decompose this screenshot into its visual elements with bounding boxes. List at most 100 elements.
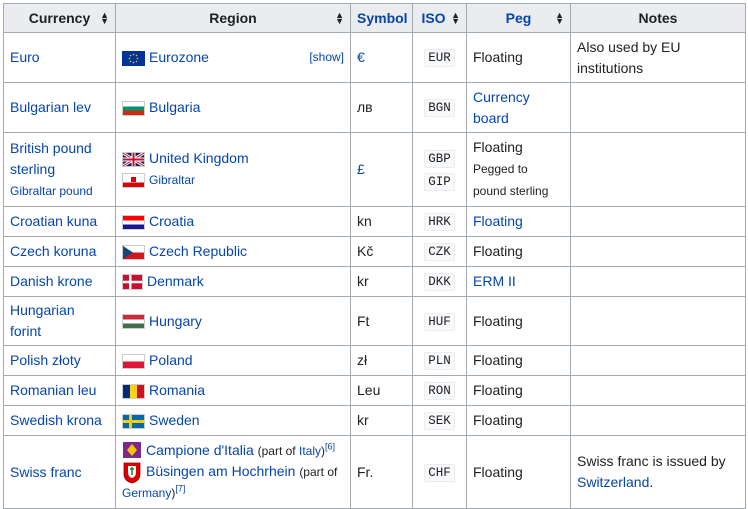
iso-code: DKK: [424, 273, 455, 291]
notes-cell: [570, 206, 746, 237]
denmark-flag-icon: [122, 274, 143, 291]
currency-link[interactable]: Danish krone: [10, 273, 93, 289]
sweden-flag-icon: [122, 413, 145, 429]
header-region[interactable]: Region ▲▼: [115, 3, 351, 33]
peg-text: Floating: [473, 139, 523, 155]
symbol-link[interactable]: £: [357, 161, 365, 177]
reference-link[interactable]: [6]: [325, 441, 336, 452]
table-row: Croatian kuna Croatia kn HRK Floating: [3, 206, 746, 237]
region-part-text: (part of: [257, 444, 299, 459]
symbol-cell: лв: [350, 82, 413, 133]
symbol-cell: kr: [350, 266, 413, 297]
reference-link[interactable]: [7]: [175, 483, 186, 494]
header-currency[interactable]: Currency ▲▼: [3, 3, 116, 33]
header-row: Currency ▲▼ Region ▲▼ Symbol ISO ▲▼ Peg ▲▼ N…: [3, 3, 746, 33]
currency-link[interactable]: Polish złoty: [10, 352, 81, 368]
sort-icon[interactable]: ▲▼: [100, 10, 109, 26]
table-row: Danish krone Denmark kr DKK ERM II: [3, 266, 746, 297]
iso-code-sub: GIP: [424, 172, 455, 191]
currency-link[interactable]: Swedish krona: [10, 412, 102, 428]
header-notes: Notes: [570, 3, 746, 33]
currency-sub-link[interactable]: Gibraltar pound: [10, 183, 93, 198]
header-symbol[interactable]: Symbol: [350, 3, 413, 33]
region-link[interactable]: United Kingdom: [149, 150, 249, 166]
notes-cell: [570, 266, 746, 297]
region-link[interactable]: Romania: [149, 382, 206, 398]
region-link[interactable]: Bulgaria: [149, 99, 201, 115]
header-notes-label: Notes: [638, 9, 678, 26]
region-link[interactable]: Croatia: [149, 213, 195, 229]
iso-code: PLN: [424, 352, 455, 370]
peg-cell: Floating: [466, 435, 571, 509]
sort-icon[interactable]: ▲▼: [555, 10, 564, 26]
region-part-link[interactable]: Italy: [298, 444, 321, 459]
table-row: Czech koruna Czech Republic Kč CZK Float…: [3, 236, 746, 267]
notes-cell: Also used by EU institutions: [570, 32, 746, 83]
notes-text: Swiss franc is issued by: [577, 453, 726, 469]
peg-link[interactable]: ERM II: [473, 273, 516, 289]
notes-cell: [570, 345, 746, 376]
region-link[interactable]: Hungary: [149, 312, 202, 329]
region2-part-text: (part of: [299, 465, 338, 480]
peg-link[interactable]: Floating: [473, 213, 523, 229]
region-link[interactable]: Sweden: [149, 412, 200, 428]
peg-cell: Floating: [466, 405, 571, 436]
notes-end: .: [649, 474, 654, 490]
currency-link[interactable]: Euro: [10, 49, 40, 65]
region-link[interactable]: Campione d'Italia: [146, 442, 254, 459]
header-currency-label: Currency: [28, 9, 91, 26]
czech-flag-icon: [122, 244, 145, 260]
header-symbol-link[interactable]: Symbol: [357, 9, 408, 26]
sort-icon[interactable]: ▲▼: [451, 10, 460, 26]
currency-link[interactable]: Bulgarian lev: [10, 99, 91, 115]
peg-cell: Floating: [466, 236, 571, 267]
table-row: Romanian leu Romania Leu RON Floating: [3, 375, 746, 406]
header-iso[interactable]: ISO ▲▼: [412, 3, 467, 33]
notes-link[interactable]: Switzerland: [577, 474, 650, 490]
currency-link[interactable]: Hungarian forint: [10, 302, 75, 339]
currency-link[interactable]: Czech koruna: [10, 243, 97, 259]
show-button[interactable]: [show]: [309, 50, 344, 64]
eu-flag-icon: [122, 50, 145, 66]
table-row: Swiss franc Campione d'Italia (part of I…: [3, 435, 746, 509]
table-row: Euro [show] Eurozone € EUR Floating Also…: [3, 32, 746, 83]
header-peg-link[interactable]: Peg: [505, 9, 532, 26]
symbol-cell: Ft: [350, 296, 413, 346]
region-link[interactable]: Eurozone: [149, 49, 209, 65]
region2-part-link[interactable]: Germany: [122, 486, 172, 500]
region-link[interactable]: Denmark: [147, 273, 204, 289]
symbol-cell: Leu: [350, 375, 413, 406]
region-link[interactable]: Czech Republic: [149, 243, 248, 259]
symbol-cell: kn: [350, 206, 413, 237]
notes-cell: [570, 375, 746, 406]
iso-code: HUF: [424, 312, 455, 331]
region-link[interactable]: Poland: [149, 352, 193, 368]
iso-code: GBP: [424, 149, 455, 168]
symbol-cell: Fr.: [350, 435, 413, 509]
bulgaria-flag-icon: [122, 100, 145, 116]
header-region-label: Region: [209, 9, 257, 26]
iso-code: HRK: [424, 213, 455, 231]
peg-link[interactable]: Currency board: [473, 88, 530, 126]
uk-flag-icon: [122, 151, 145, 167]
region-part-end: ): [321, 444, 325, 459]
table-row: Polish złoty Poland zł PLN Floating: [3, 345, 746, 376]
sort-icon[interactable]: ▲▼: [335, 10, 344, 26]
currency-link[interactable]: Romanian leu: [10, 382, 97, 398]
currency-link[interactable]: British pound sterling: [10, 139, 92, 177]
notes-cell: [570, 296, 746, 346]
busingen-coa-icon: [122, 462, 142, 484]
table-row: Hungarian forint Hungary Ft HUF Floating: [3, 296, 746, 346]
notes-cell: [570, 236, 746, 267]
poland-flag-icon: [122, 353, 145, 369]
symbol-link[interactable]: €: [357, 49, 365, 65]
iso-code: RON: [424, 382, 455, 400]
currency-link[interactable]: Croatian kuna: [10, 213, 98, 229]
iso-code: BGN: [424, 99, 455, 117]
header-iso-link[interactable]: ISO: [421, 9, 446, 26]
header-peg[interactable]: Peg ▲▼: [466, 3, 571, 33]
region-sub-link[interactable]: Gibraltar: [149, 173, 196, 187]
table-row: Swedish krona Sweden kr SEK Floating: [3, 405, 746, 436]
gibraltar-flag-icon: [122, 172, 145, 188]
